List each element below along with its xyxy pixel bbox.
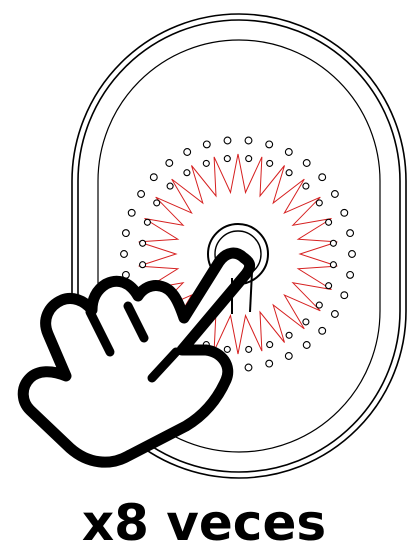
speaker-dot xyxy=(315,301,323,309)
speaker-dot xyxy=(318,173,327,182)
speaker-dot xyxy=(266,341,274,349)
speaker-dot xyxy=(245,155,253,163)
speaker-dot xyxy=(329,239,337,247)
speaker-dot xyxy=(245,345,253,353)
speaker-dot xyxy=(265,359,274,368)
repeat-count-caption: x8 veces xyxy=(81,494,327,552)
speaker-dot xyxy=(143,218,151,226)
device-shell xyxy=(71,13,407,479)
speaker-dot xyxy=(202,140,211,149)
speaker-dot xyxy=(183,148,192,156)
speaker-dot xyxy=(121,229,130,238)
speaker-dot xyxy=(318,326,327,335)
button-slot-lines xyxy=(231,271,253,314)
speaker-dot xyxy=(330,310,339,318)
tap-hand-icon xyxy=(17,247,256,468)
speaker-dot xyxy=(223,345,231,353)
speaker-dot xyxy=(330,190,339,198)
speaker-dot xyxy=(149,173,158,182)
speaker-dot xyxy=(302,318,310,326)
speaker-dot xyxy=(165,159,174,167)
speaker-dot xyxy=(166,182,174,190)
speaker-dot xyxy=(265,140,274,149)
speaker-dot xyxy=(127,208,136,217)
speaker-dot xyxy=(139,239,147,247)
speaker-dot xyxy=(223,155,231,163)
speaker-dot xyxy=(223,136,232,145)
speaker-dot xyxy=(139,261,147,269)
speaker-dot xyxy=(348,250,356,258)
speaker-dot xyxy=(315,199,323,207)
speaker-dot xyxy=(329,261,337,269)
speaker-dot xyxy=(325,218,333,226)
speaker-dot xyxy=(137,190,146,198)
tap-burst xyxy=(138,153,338,355)
speaker-dot xyxy=(183,169,191,177)
speaker-dot xyxy=(285,169,293,177)
speaker-dot xyxy=(346,229,355,238)
speaker-dot xyxy=(285,331,293,339)
speaker-dot xyxy=(153,199,161,207)
speaker-dot xyxy=(340,291,349,300)
speaker-dot xyxy=(244,136,253,145)
speaker-dot xyxy=(340,208,349,217)
speaker-dot xyxy=(302,182,310,190)
speaker-dot xyxy=(302,159,311,167)
speaker-dot xyxy=(325,282,333,290)
speaker-dot xyxy=(244,363,253,372)
speaker-dot xyxy=(284,352,293,360)
speaker-dot xyxy=(120,250,128,258)
speaker-dot xyxy=(266,159,274,167)
speaker-dot xyxy=(346,270,355,279)
device-illustration xyxy=(17,13,407,479)
speaker-dot xyxy=(302,341,311,349)
speaker-dot xyxy=(202,159,210,167)
speaker-dot xyxy=(284,148,293,156)
